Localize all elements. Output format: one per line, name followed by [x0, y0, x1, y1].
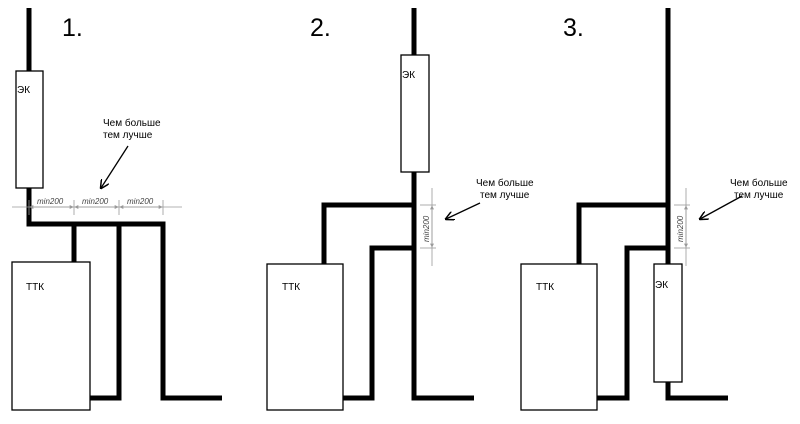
scheme-1-dim-label-2: min200 — [82, 197, 109, 206]
scheme-3-note-line-2: тем лучше — [734, 190, 784, 201]
scheme-2-number: 2. — [310, 14, 331, 42]
scheme-2-dim-label: min200 — [422, 215, 431, 242]
scheme-3-ttk-label: ТТК — [536, 282, 554, 293]
scheme-2-note-line-2: тем лучше — [480, 190, 530, 201]
scheme-1-dim-label-1: min200 — [37, 197, 64, 206]
scheme-1: 1. ЭК ТТК min200 min200 min200 — [11, 8, 222, 411]
scheme-3-note-arrow — [700, 195, 743, 219]
scheme-1-electric-boiler — [15, 70, 44, 189]
scheme-3: 3. ЭК ТТК min200 Чем больше тем лучше — [520, 8, 788, 411]
scheme-3-solid-fuel-boiler — [520, 263, 598, 411]
scheme-2-dimensions: min200 — [420, 188, 436, 266]
scheme-2-ttk-label: ТТК — [282, 282, 300, 293]
scheme-2-solid-fuel-boiler — [266, 263, 344, 411]
scheme-1-dimensions: min200 min200 min200 — [12, 197, 182, 215]
scheme-2-note-arrow — [446, 202, 481, 219]
scheme-3-ek-label: ЭК — [655, 280, 668, 291]
scheme-1-note-arrow — [101, 145, 129, 188]
scheme-3-note-line-1: Чем больше — [730, 177, 788, 189]
scheme-1-ek-label: ЭК — [17, 85, 30, 96]
scheme-2-electric-boiler — [400, 54, 430, 173]
scheme-2-pipes — [321, 8, 474, 401]
scheme-1-ttk-label: ТТК — [26, 282, 44, 293]
scheme-2-ek-label: ЭК — [402, 70, 415, 81]
scheme-1-dim-label-3: min200 — [127, 197, 154, 206]
scheme-2-note-line-1: Чем больше — [476, 177, 534, 189]
scheme-1-note-line-1: Чем больше — [103, 117, 161, 129]
scheme-3-dimensions: min200 — [674, 188, 690, 266]
scheme-1-note-line-2: тем лучше — [103, 130, 153, 141]
scheme-1-solid-fuel-boiler — [11, 261, 91, 411]
scheme-2: 2. ЭК ТТК min200 Чем больше тем лучше — [266, 8, 534, 411]
scheme-3-electric-boiler — [653, 263, 683, 383]
scheme-3-number: 3. — [563, 14, 584, 42]
scheme-3-dim-label: min200 — [676, 215, 685, 242]
scheme-1-number: 1. — [62, 14, 83, 42]
scheme-3-pipes — [576, 8, 728, 401]
